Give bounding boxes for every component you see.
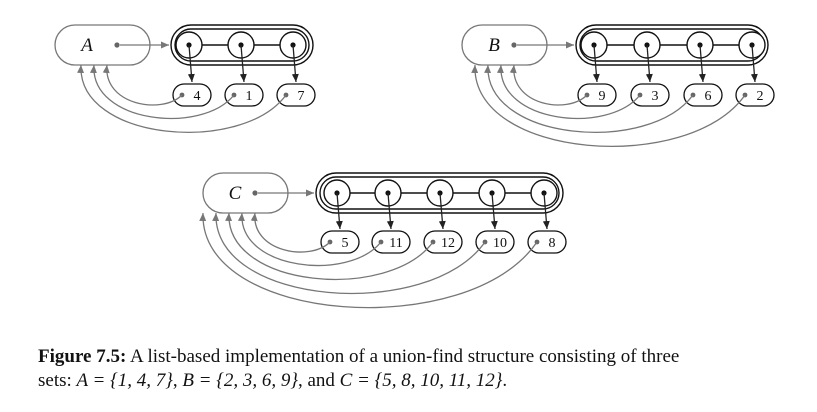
element-pointer-arrow xyxy=(698,44,706,83)
set-c-list-inner xyxy=(319,176,560,210)
back-pointer-arrow xyxy=(102,64,183,106)
element-node xyxy=(475,230,515,254)
element-pointer-arrow xyxy=(645,44,653,83)
element-value: 11 xyxy=(389,236,402,251)
element-node xyxy=(423,230,463,254)
back-pointer-arrow xyxy=(484,64,694,133)
back-pointer-arrow xyxy=(77,64,287,133)
element-pointer-arrow xyxy=(592,44,600,83)
caption-sep2: , and xyxy=(297,370,340,391)
element-value: 6 xyxy=(705,89,712,104)
caption-line1: A list-based implementation of a union-f… xyxy=(130,346,680,367)
element-node xyxy=(276,83,316,107)
element-value: 3 xyxy=(652,89,659,104)
set-b-name: B xyxy=(488,35,500,56)
back-pointer-arrow xyxy=(496,64,641,120)
figure-caption: Figure 7.5: A list-based implementation … xyxy=(38,345,808,393)
caption-set-b: B = {2, 3, 6, 9} xyxy=(182,370,298,391)
element-node xyxy=(630,83,670,107)
set-a-pointer-dot xyxy=(114,42,120,48)
back-pointer-arrow xyxy=(471,64,746,148)
element-value: 9 xyxy=(599,89,606,104)
element-value: 10 xyxy=(493,236,507,251)
element-value: 8 xyxy=(549,236,556,251)
element-node xyxy=(735,83,775,107)
element-pointer-arrow xyxy=(542,192,550,230)
back-pointer-arrow xyxy=(199,212,538,309)
element-node xyxy=(371,230,411,254)
caption-sep1: , xyxy=(172,370,183,391)
back-pointer-arrow xyxy=(509,64,588,106)
set-c-name: C xyxy=(229,183,242,204)
element-value: 5 xyxy=(342,236,349,251)
element-pointer-arrow xyxy=(239,44,247,83)
back-pointer-arrow xyxy=(237,212,382,267)
caption-set-a: A = {1, 4, 7} xyxy=(76,370,173,391)
element-pointer-arrow xyxy=(750,44,758,83)
back-pointer-arrow xyxy=(212,212,486,295)
element-node xyxy=(527,230,567,254)
back-pointer-arrow xyxy=(89,64,235,120)
element-node xyxy=(683,83,723,107)
element-node xyxy=(172,83,212,107)
element-node xyxy=(577,83,617,107)
element-value: 7 xyxy=(298,89,305,104)
element-value: 12 xyxy=(441,236,455,251)
union-find-diagram: A 4 1 7 B 9 3 6 2C 5 11 12 10 8 xyxy=(54,24,775,309)
caption-end: . xyxy=(502,370,508,391)
element-pointer-arrow xyxy=(187,44,195,83)
element-pointer-arrow xyxy=(438,192,446,230)
caption-set-c: C = {5, 8, 10, 11, 12} xyxy=(339,370,503,391)
element-pointer-arrow xyxy=(490,192,498,230)
back-pointer-arrow xyxy=(250,212,331,253)
set-b-pointer-dot xyxy=(511,42,517,48)
set-a-name: A xyxy=(79,35,93,56)
element-pointer-arrow xyxy=(291,44,299,83)
caption-line2-prefix: sets: xyxy=(38,370,77,391)
element-value: 4 xyxy=(194,89,201,104)
element-node xyxy=(224,83,264,107)
element-pointer-arrow xyxy=(386,192,394,230)
back-pointer-arrow xyxy=(225,212,434,280)
element-value: 2 xyxy=(757,89,764,104)
element-pointer-arrow xyxy=(335,192,343,230)
caption-label: Figure 7.5: xyxy=(38,346,127,367)
element-node xyxy=(320,230,360,254)
set-c-pointer-dot xyxy=(252,190,258,196)
element-value: 1 xyxy=(246,89,253,104)
